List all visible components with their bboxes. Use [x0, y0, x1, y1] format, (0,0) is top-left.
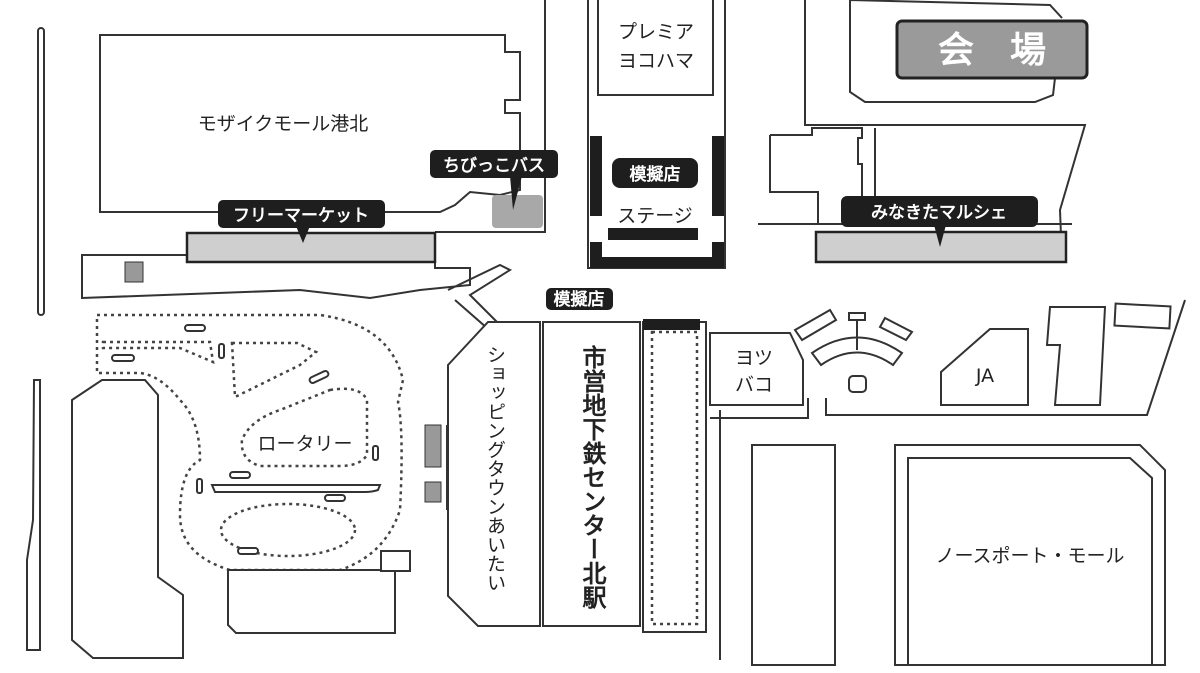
pointer-icon	[934, 225, 946, 247]
flea-market-callout[interactable]: フリーマーケット	[218, 200, 385, 243]
premia-yokohama-building[interactable]	[597, 0, 714, 96]
station-entrance	[643, 319, 700, 330]
wall	[590, 242, 724, 268]
passage-dotted	[650, 330, 699, 626]
north-port-mall-building[interactable]	[907, 457, 1153, 666]
station-passage	[642, 321, 707, 633]
mosaic-mall-building[interactable]	[99, 34, 521, 213]
mosaic-mall-label: モザイクモール港北	[198, 113, 369, 135]
kiosk	[380, 550, 411, 572]
shopping-town-building[interactable]	[447, 321, 541, 627]
ja-building[interactable]	[940, 328, 1029, 406]
building	[227, 569, 396, 634]
premia-label-1: プレミア	[618, 21, 694, 43]
venue-sign[interactable]: 会 場	[895, 19, 1089, 80]
plaza-benches	[793, 308, 914, 393]
boundary-line	[435, 0, 546, 233]
kids-bus-area[interactable]	[492, 195, 543, 228]
kids-bus-label: ちびっこバス	[443, 156, 545, 176]
monument-icon	[848, 375, 867, 393]
building	[751, 444, 836, 666]
yotsubako-building[interactable]	[709, 332, 804, 406]
mock-shop-label: 模擬店	[630, 164, 681, 185]
yotsubako-label-2: バコ	[735, 374, 773, 396]
road-edge	[710, 398, 809, 419]
shopping-town-label: ショッピングタウンあいたい	[484, 345, 506, 592]
premia-label-2: ヨコハマ	[618, 50, 694, 72]
ja-label: JA	[975, 365, 994, 387]
venue-outline	[804, 0, 1087, 263]
flea-market-area[interactable]	[185, 231, 437, 264]
subway-station-building[interactable]	[542, 321, 641, 627]
road-edge	[26, 379, 41, 651]
kids-bus-callout[interactable]: ちびっこバス	[430, 150, 558, 210]
stairs-icon	[124, 261, 144, 283]
rotary-label: ロータリー	[257, 433, 352, 455]
mock-shop-stage-callout[interactable]: 模擬店	[612, 158, 698, 188]
subway-station-label: 市営地下鉄センター北駅	[578, 344, 606, 610]
stage-platform[interactable]	[608, 228, 698, 240]
flea-market-label: フリーマーケット	[233, 206, 369, 226]
stairs-icon	[424, 481, 442, 503]
pointer-icon	[510, 176, 522, 210]
stage-label: ステージ	[617, 205, 693, 227]
mock-shop-plaza-callout[interactable]: 模擬店	[546, 288, 613, 310]
minakita-marche-callout[interactable]: みなきたマルシェ	[841, 196, 1038, 247]
building	[1045, 306, 1107, 406]
building	[71, 379, 184, 659]
stairs-icon	[424, 424, 442, 468]
pointer-icon	[296, 226, 310, 243]
venue-building	[849, 0, 1063, 103]
north-port-mall-label: ノースポート・モール	[935, 545, 1124, 567]
wall	[590, 136, 602, 216]
building	[1113, 302, 1172, 330]
mock-shop-label: 模擬店	[554, 289, 605, 310]
road-edge	[825, 299, 1186, 416]
minakita-marche-label: みなきたマルシェ	[871, 203, 1007, 223]
yotsubako-label-1: ヨツ	[735, 347, 773, 369]
road-edge	[37, 27, 45, 316]
rotary-area[interactable]: ロータリー	[95, 313, 405, 572]
venue-label: 会 場	[938, 30, 1046, 71]
wall	[712, 136, 724, 216]
